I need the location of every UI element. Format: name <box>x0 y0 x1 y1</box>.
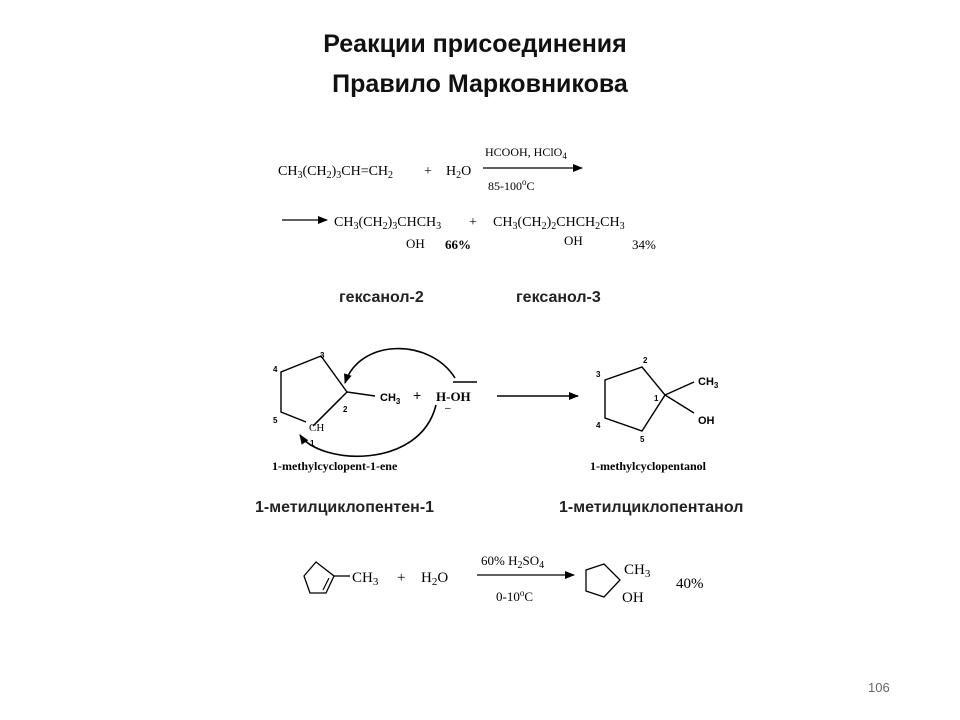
r2-reagent: H-OH <box>436 389 471 404</box>
r3-reagents-above: 60% H2SO4 <box>481 553 544 571</box>
r1-conditions: 85-100oC <box>488 177 535 193</box>
r2-right-atom-3: 3 <box>596 370 601 379</box>
r2-double-bond-b <box>312 397 342 427</box>
r2-right-hydroxyl: OH <box>698 415 715 427</box>
r3-reagent: H2O <box>421 570 448 588</box>
r2-right-atom-1: 1 <box>654 394 659 403</box>
r3-product-ring <box>585 563 621 598</box>
r1-plus: + <box>424 164 432 179</box>
r2-right-ring <box>604 366 666 432</box>
r2-left-atom-5: 5 <box>273 416 278 425</box>
r2-right-atom-4: 4 <box>596 421 601 430</box>
r1-product2-yield: 34% <box>632 237 656 252</box>
r1-product1-name: гексанол-2 <box>339 289 424 306</box>
r2-curved-arrow-top <box>344 347 456 384</box>
r3-product-methyl: CH3 <box>624 562 651 580</box>
r1-product1: CH3(CH2)3CHCH3 <box>334 215 441 232</box>
r1-product1-oh: OH <box>406 236 425 251</box>
r2-right-oh-bond <box>664 394 695 414</box>
r2-left-atom-4: 4 <box>273 365 278 374</box>
r2-methyl: CH3 <box>380 392 401 406</box>
r2-left-numbers: 1 2 3 4 5 <box>273 351 348 448</box>
r3-product-hydroxyl: OH <box>622 590 644 606</box>
reaction3: CH3 + H2O 60% H2SO4 0-10oC CH3 OH 40% <box>303 553 704 606</box>
slide-title-line1: Реакции присоединения <box>323 30 627 58</box>
r2-right-methyl: CH3 <box>698 376 719 390</box>
r1-product2-name: гексанол-3 <box>516 289 601 306</box>
r2-methyl-bond <box>346 391 376 397</box>
r2-left-atom-1: 1 <box>310 439 315 448</box>
r2-reactant-name-ru: 1-метилциклопентен-1 <box>255 499 434 516</box>
r3-plus: + <box>397 570 405 586</box>
r3-yield: 40% <box>676 576 704 592</box>
r3-reactant-ring <box>303 561 335 594</box>
r2-right-numbers: 1 2 3 4 5 <box>596 356 659 444</box>
r2-product-name-ru: 1-метилциклопентанол <box>559 499 743 516</box>
r2-charge-sign: – <box>445 403 451 414</box>
r1-product2-oh: OH <box>564 233 583 248</box>
r1-product2: CH3(CH2)2CHCH2CH3 <box>493 215 625 232</box>
page-number: 106 <box>868 680 890 695</box>
r1-reactant2: H2O <box>446 164 471 181</box>
r2-curved-arrow-bottom <box>299 404 437 457</box>
reaction1: CH3(CH2)3CH=CH2 + H2O HCOOH, HClO4 85-10… <box>278 145 656 252</box>
r2-plus: + <box>413 387 421 403</box>
r2-left-atom-3: 3 <box>320 351 325 360</box>
slide-title-line2: Правило Марковникова <box>332 70 628 98</box>
r1-reagents-above: HCOOH, HClO4 <box>485 145 567 161</box>
r3-methyl: CH3 <box>352 570 379 588</box>
r1-product1-yield: 66% <box>445 237 471 252</box>
r1-reactant1: CH3(CH2)3CH=CH2 <box>278 164 393 181</box>
r2-right-methyl-bond <box>664 381 695 396</box>
r2-ch-label: CH <box>309 422 324 434</box>
r3-conditions: 0-10oC <box>496 588 533 604</box>
r2-right-atom-5: 5 <box>640 435 645 444</box>
r2-right-atom-2: 2 <box>643 356 648 365</box>
r1-plus2: + <box>469 215 477 230</box>
r3-double-bond <box>322 577 330 591</box>
reaction2: CH3 CH 1 2 3 4 5 + H-OH – CH3 OH 1 2 3 4… <box>272 347 719 473</box>
r2-reactant-name-en: 1-methylcyclopent-1-ene <box>272 459 398 473</box>
r2-product-name-en: 1-methylcyclopentanol <box>590 459 707 473</box>
r2-left-atom-2: 2 <box>343 405 348 414</box>
r2-left-ring <box>280 355 348 423</box>
